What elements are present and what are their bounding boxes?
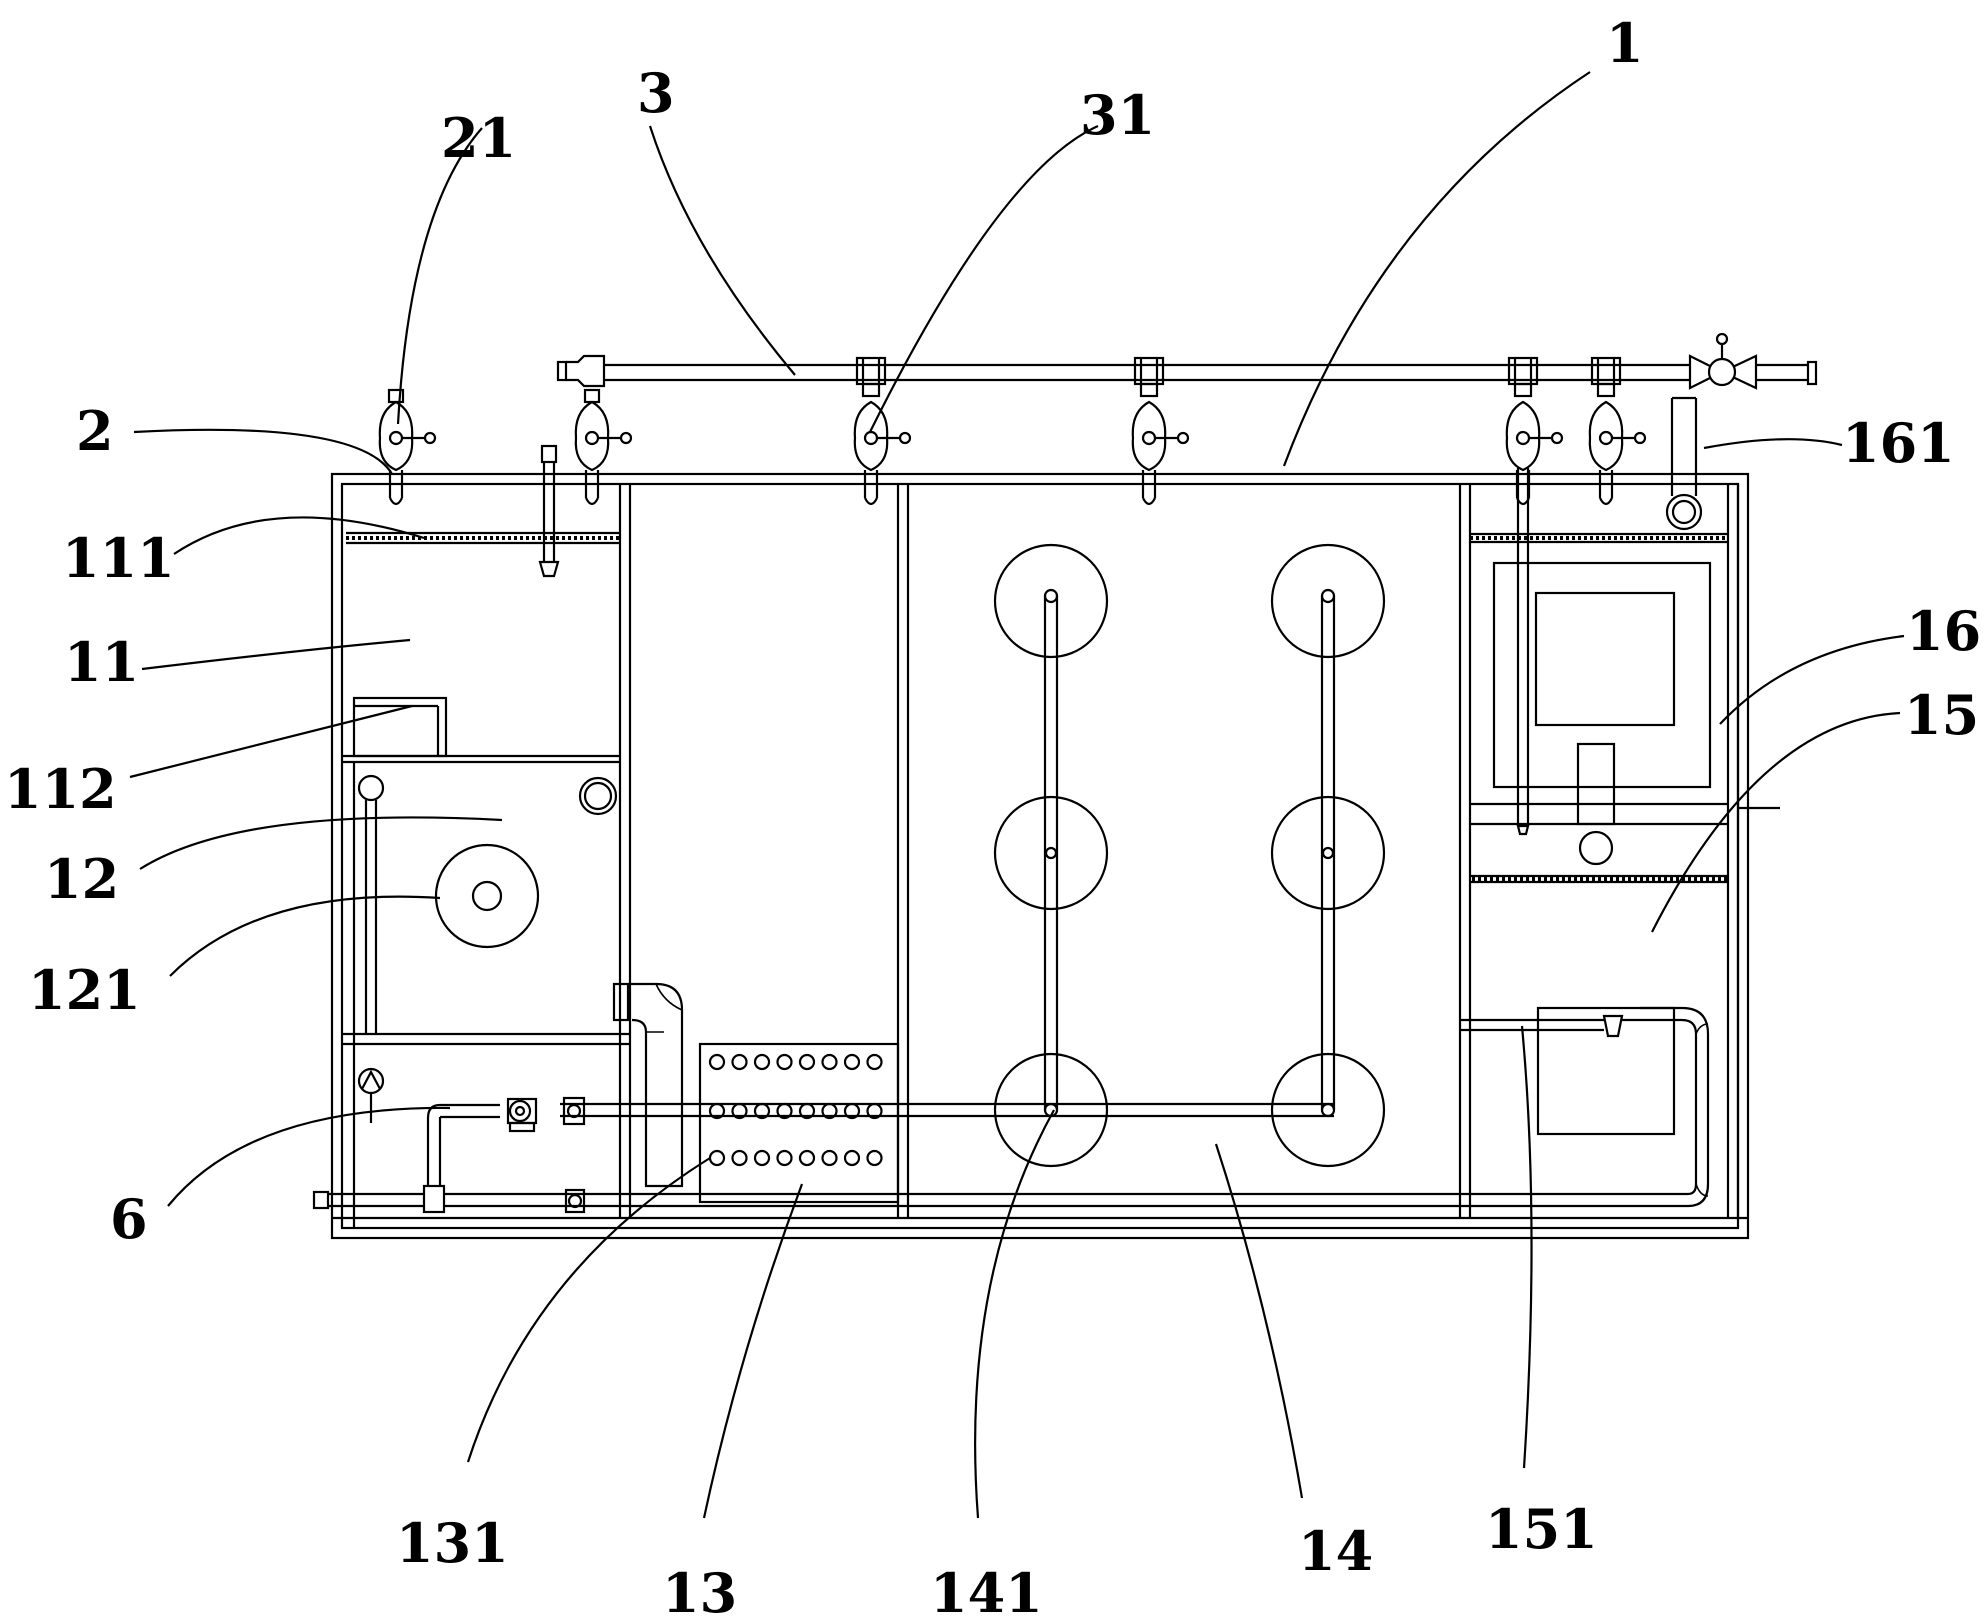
aerator-grid-131 <box>698 1042 900 1204</box>
label-21: 21 <box>441 106 516 170</box>
label-15: 15 <box>1904 683 1979 747</box>
label-121: 121 <box>28 958 141 1022</box>
level-sensor <box>538 444 560 578</box>
chamber-15-equipment <box>1460 874 1728 1136</box>
label-111: 111 <box>62 526 175 590</box>
header-pipe-3 <box>556 332 1818 390</box>
reference-numerals: 1 3 21 31 2 161 111 11 16 112 12 15 121 … <box>4 11 1981 1617</box>
tank-body <box>330 472 1750 1240</box>
leader-lines <box>129 71 1905 1519</box>
label-141: 141 <box>930 1561 1043 1617</box>
label-11: 11 <box>64 630 139 694</box>
screen-plate-111 <box>346 531 620 545</box>
label-6: 6 <box>110 1187 148 1251</box>
label-161: 161 <box>1842 411 1955 475</box>
control-cabinet-16 <box>1470 396 1780 866</box>
label-16: 16 <box>1906 599 1981 663</box>
label-1: 1 <box>1606 11 1644 75</box>
pipe-6 <box>422 1096 1336 1214</box>
label-13: 13 <box>662 1561 737 1617</box>
overflow-weir-112 <box>352 696 448 758</box>
disc-121 <box>434 843 540 949</box>
bottom-return-pipe <box>312 1006 1710 1214</box>
drop-valves-21-31 <box>378 356 1647 506</box>
air-duct <box>612 982 684 1188</box>
label-3: 3 <box>637 61 675 125</box>
filter-discs-141 <box>993 543 1386 1168</box>
label-112: 112 <box>4 757 117 821</box>
label-2: 2 <box>76 399 114 463</box>
label-151: 151 <box>1485 1497 1598 1561</box>
label-12: 12 <box>44 847 119 911</box>
chamber-12-equipment <box>357 774 618 1123</box>
label-31: 31 <box>1080 83 1155 147</box>
label-14: 14 <box>1298 1519 1373 1583</box>
label-131: 131 <box>396 1511 509 1575</box>
